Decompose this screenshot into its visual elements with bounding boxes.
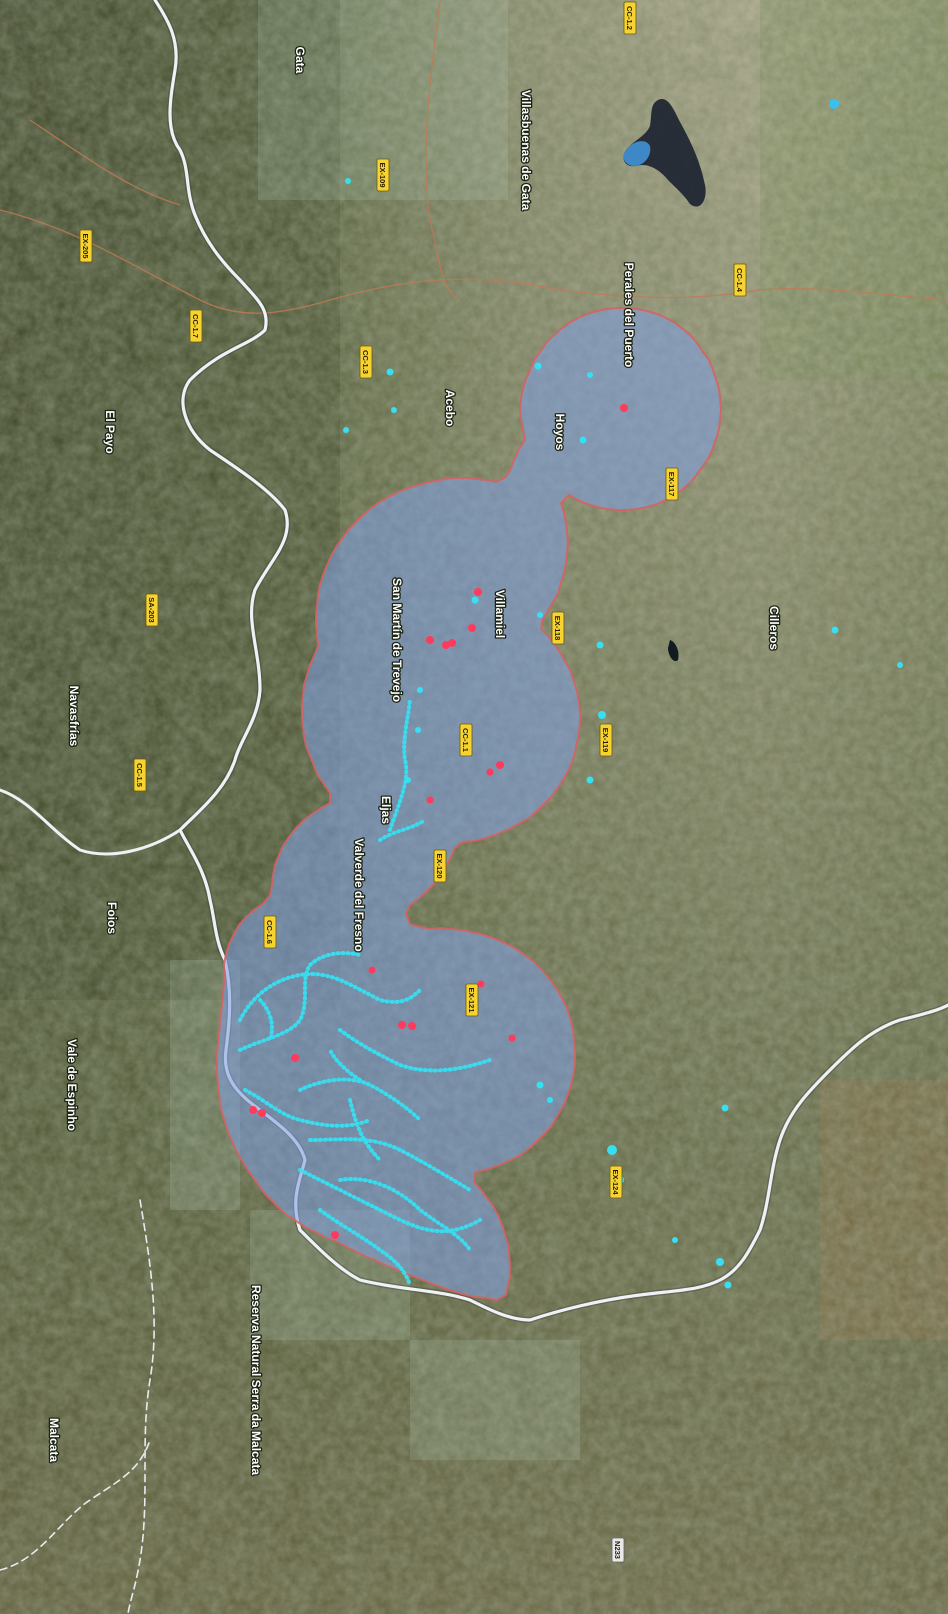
place-label-san-martin: San Martín de Trevejo [390,578,404,702]
place-label-perales: Perales del Puerto [622,263,636,368]
svg-text:EX-124: EX-124 [611,1169,620,1195]
place-label-gata: Gata [293,47,307,74]
svg-text:CC-1.2: CC-1.2 [625,6,634,30]
road-badge: EX-117 [665,467,679,501]
reservoir-icon [623,99,706,207]
road-badge: CC-1.6 [263,915,277,949]
road-badge: N233 [611,1537,625,1563]
place-label-villasbuenas: Villasbuenas de Gata [519,90,533,211]
red-points [249,404,628,1239]
road-badge: SA-203 [145,593,159,627]
place-label-hoyos: Hoyos [553,414,567,451]
place-label-eljas: Eljas [379,796,393,824]
road-badge: EX-124 [609,1165,623,1199]
road-badge: EX-120 [433,849,447,883]
road-badge: CC-1.3 [359,345,373,379]
svg-text:EX-205: EX-205 [81,233,90,258]
place-label-navasfrias: Navasfrías [67,686,81,747]
svg-text:N233: N233 [613,1541,622,1559]
svg-text:CC-1.1: CC-1.1 [461,728,470,752]
svg-text:EX-118: EX-118 [553,616,562,641]
road-badges: CC-1.2 EX-109 EX-205 CC-1.4 CC-1.7 CC-1.… [79,1,747,1563]
svg-text:EX-120: EX-120 [435,853,444,878]
svg-text:CC-1.4: CC-1.4 [735,268,744,293]
svg-text:CC-1.6: CC-1.6 [265,920,274,944]
reservoir-water-icon [623,141,651,166]
place-label-vale-espinho: Vale de Espinho [65,1039,79,1131]
road-badge: CC-1.7 [189,309,203,343]
road-badge: CC-1.1 [459,723,473,757]
road-badge: EX-205 [79,229,93,263]
pond-icon [829,99,839,109]
lake-icon [668,640,679,662]
svg-text:CC-1.7: CC-1.7 [191,314,200,338]
local-roads [0,0,948,314]
road-badge: EX-109 [376,158,390,192]
place-label-cilleros: Cilleros [767,606,781,650]
svg-text:EX-117: EX-117 [667,472,676,497]
place-label-acebo: Acebo [443,390,457,427]
road-badge: CC-1.2 [623,1,637,35]
place-labels: Gata Villasbuenas de Gata Perales del Pu… [46,45,783,1476]
svg-text:CC-1.5: CC-1.5 [135,763,144,787]
place-label-foios: Foios [105,902,119,934]
place-label-malcata: Malcata [47,1418,61,1462]
place-label-el-payo: El Payo [103,410,117,453]
road-badge: EX-118 [551,611,565,645]
svg-text:EX-121: EX-121 [467,987,476,1012]
road-badge: EX-119 [599,723,613,757]
place-label-reserva: Reserva Natural Serra da Malcata [249,1285,263,1475]
svg-text:SA-203: SA-203 [147,597,156,622]
svg-text:EX-109: EX-109 [378,162,387,187]
road-badge: CC-1.4 [733,263,747,297]
place-label-villamiel: Villamiel [493,590,507,638]
place-label-valverde: Valverde del Fresno [352,838,366,951]
svg-text:CC-1.3: CC-1.3 [361,350,370,374]
svg-text:EX-119: EX-119 [601,728,610,753]
road-badge: CC-1.5 [133,758,147,792]
treated-area-lines [238,698,492,1287]
road-badge: EX-121 [465,983,479,1017]
